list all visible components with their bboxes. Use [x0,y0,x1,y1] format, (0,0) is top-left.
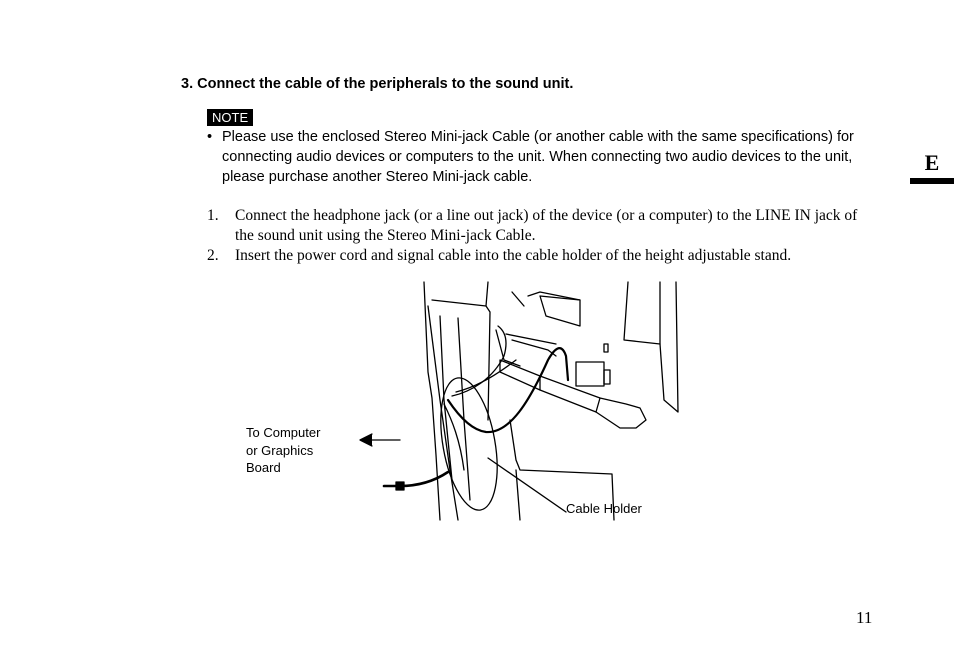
steps-list: 1. Connect the headphone jack (or a line… [207,206,879,266]
step-item: 2. Insert the power cord and signal cabl… [207,246,879,266]
language-tab: E [910,148,954,184]
step-item: 1. Connect the headphone jack (or a line… [207,206,879,246]
label-line: Board [246,460,281,475]
signal-cable [446,347,570,434]
cable-holder-leader [487,457,567,513]
label-line: To Computer [246,425,321,440]
bullet-icon: • [207,129,213,145]
sound-unit [499,359,647,429]
page-number: 11 [856,608,873,627]
label-line: or Graphics [246,442,314,458]
note-badge: NOTE [207,109,254,126]
step-number: 2. [207,247,219,264]
note-bullet: • Please use the enclosed Stereo Mini-ja… [207,127,867,187]
step-number: 1. [207,207,219,224]
stand-column [423,281,441,521]
label-to-computer: To Computer or Graphics Board [246,424,356,477]
language-tab-letter: E [924,150,940,175]
step-heading: 3. Connect the cable of the peripherals … [181,76,574,92]
note-text: Please use the enclosed Stereo Mini-jack… [222,129,854,185]
step-text: Connect the headphone jack (or a line ou… [235,207,858,244]
cable-holder-highlight [440,377,498,511]
label-cable-holder: Cable Holder [566,501,642,516]
step-text: Insert the power cord and signal cable i… [235,247,792,264]
monitor-body [623,281,661,345]
